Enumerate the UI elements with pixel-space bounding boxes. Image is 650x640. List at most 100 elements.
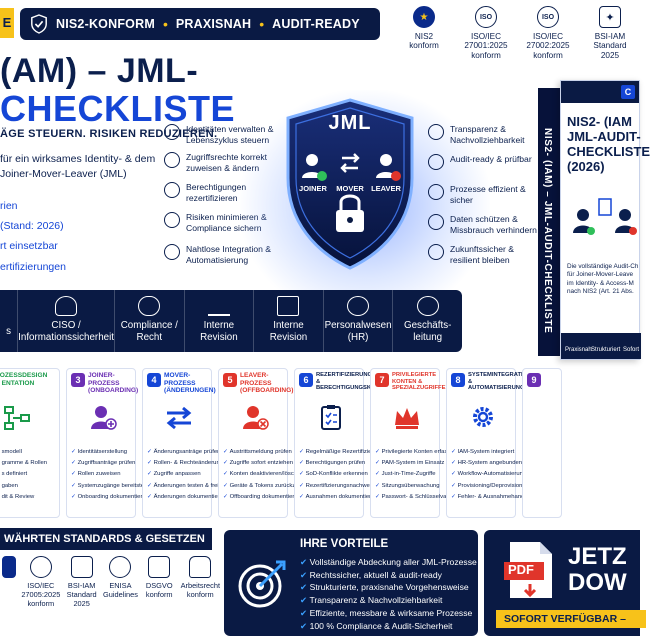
audience-item-revision-2: Interne Revision bbox=[254, 290, 324, 352]
cta-availability[interactable]: SOFORT VERFÜGBAR – bbox=[496, 610, 646, 628]
advantage-item: Transparenz & Nachvollziehbarkeit bbox=[300, 594, 477, 607]
role-mover: MOVER bbox=[336, 184, 364, 193]
card-number: 4 bbox=[147, 373, 161, 387]
book-desc-line: im Identity- & Access-M bbox=[567, 279, 634, 287]
card-item: Zugriffe sofort entziehen bbox=[223, 458, 293, 469]
pdf-label: PDF bbox=[508, 562, 534, 577]
feature-integration: Nahtlose Integration & Automatisierung bbox=[164, 244, 276, 265]
card-item: Rollen zuweisen bbox=[71, 469, 135, 480]
role-joiner: JOINER bbox=[299, 184, 327, 193]
card-number: 3 bbox=[71, 373, 85, 387]
advantages-list: Vollständige Abdeckung aller JML-Prozess… bbox=[300, 556, 477, 633]
standard-item bbox=[0, 556, 17, 626]
card-number: 5 bbox=[223, 373, 237, 387]
tag-audit-ready: AUDIT-READY bbox=[272, 17, 360, 31]
hero-bullet: (Stand: 2026) bbox=[0, 220, 64, 232]
card-title: SYSTEMINTEGRATION & AUTOMATISIERUNG bbox=[468, 372, 532, 392]
chart-icon bbox=[428, 184, 444, 200]
audience-label: Personalwesen (HR) bbox=[324, 320, 392, 343]
ciso-icon bbox=[55, 296, 78, 316]
iso-icon: ISO bbox=[475, 6, 497, 28]
card-checklist: smodell gramme & Rollen s definiert gabe… bbox=[0, 447, 59, 503]
magnifier-icon bbox=[428, 124, 444, 140]
card-item: Systemzugänge bereitstellen bbox=[71, 481, 154, 492]
standard-bsi: BSI-IAM Standard 2025 bbox=[64, 556, 99, 626]
audience-label: Compliance / Recht bbox=[120, 320, 178, 343]
advantage-item: Rechtssicher, aktuell & audit-ready bbox=[300, 569, 477, 582]
card-item: IAM-System integriert bbox=[451, 447, 515, 458]
book-title-line: (2026) bbox=[567, 158, 605, 174]
team-icon bbox=[416, 296, 439, 316]
scales-icon bbox=[207, 296, 230, 316]
tag-separator: • bbox=[259, 16, 265, 32]
audience-item-compliance: Compliance / Recht bbox=[115, 290, 185, 352]
book-footer: Praxisnah Strukturiert Sofort bbox=[561, 333, 641, 359]
card-item: SoD-Konflikte erkennen bbox=[299, 469, 368, 480]
certification-badges: ★ NIS2 konform ISO ISO/IEC 27001:2025 ko… bbox=[398, 6, 640, 76]
badge-bsi-iam: ✦ BSI-IAM Standard 2025 bbox=[584, 6, 636, 76]
eu-stars-icon: ★ bbox=[413, 6, 435, 28]
hero-title-line1: (AM) – JML- bbox=[0, 52, 199, 90]
card-item: Konten deaktivieren/löschen bbox=[223, 469, 304, 480]
book-spine: NIS2- (IAM) – JML-AUDIT-CHECKLISTE bbox=[538, 88, 560, 356]
card-title: PRIVILEGIERTE KONTEN & SPEZIALZUGRIFFE bbox=[392, 372, 446, 392]
card-number: 9 bbox=[527, 373, 541, 387]
badge-label: ISO/IEC 27002:2025 konform bbox=[526, 32, 570, 60]
card-item: Onboarding dokumentieren bbox=[71, 492, 149, 503]
feature-text: Risiken minimieren & Compliance sichern bbox=[186, 212, 267, 233]
standard-label: Arbeitsrecht konform bbox=[180, 581, 220, 599]
key-icon bbox=[164, 152, 180, 168]
book-top-band: C bbox=[561, 81, 639, 103]
book-footer-label: Praxisnah bbox=[565, 347, 592, 353]
book-cover: C NIS2- (IAM JML-AUDIT- CHECKLISTE (2026… bbox=[560, 80, 650, 360]
enisa-icon bbox=[109, 556, 132, 578]
feature-text: Prozesse effizient & sicher bbox=[450, 184, 526, 205]
card-item: Fehler- & Ausnahmehandling bbox=[451, 492, 534, 503]
audience-label: Interne Revision bbox=[200, 320, 238, 343]
checklist-book: NIS2- (IAM) – JML-AUDIT-CHECKLISTE C NIS… bbox=[538, 80, 650, 360]
card-item: Identitätserstellung bbox=[71, 447, 135, 458]
hero-intro: für ein wirksames Identity- & dem Joiner… bbox=[0, 153, 156, 181]
standard-enisa: ENISA Guidelines bbox=[103, 556, 138, 626]
book-desc-line: Die vollständige Audit-Ch bbox=[567, 263, 639, 270]
card-item: Provisioning/Deprovisioning bbox=[451, 481, 531, 492]
cta-headline: JETZ DOW bbox=[568, 543, 627, 597]
download-cta[interactable]: PDF JETZ DOW SOFORT VERFÜGBAR – bbox=[484, 530, 646, 636]
audience-label: Interne Revision bbox=[269, 320, 308, 343]
card-checklist: Änderungsanträge prüfen Rollen- & Rechte… bbox=[147, 447, 236, 503]
audience-label: Geschäfts- leitung bbox=[403, 320, 452, 343]
process-card-joiner: 3 JOINER-PROZESS (ONBOARDING) Identitäts… bbox=[66, 368, 154, 518]
lock-icon bbox=[189, 556, 212, 578]
book-title-line: NIS2- (IAM bbox=[567, 114, 632, 129]
advantage-item: Effiziente, messbare & wirksame Prozesse bbox=[300, 607, 477, 620]
flow-icon bbox=[4, 406, 30, 430]
feature-transparency: Transparenz & Nachvollziehbarkeit bbox=[428, 124, 538, 145]
cta-headline-line: DOW bbox=[568, 569, 627, 597]
standards-title: WÄHRTEN STANDARDS & GESETZEN bbox=[0, 528, 212, 550]
card-item: Regelmäßige Rezertifizierung bbox=[299, 447, 384, 458]
tag-separator: • bbox=[162, 16, 168, 32]
card-item: Zugriffsanträge prüfen bbox=[71, 458, 136, 469]
hero-subtitle: ÄGE STEUERN. RISIKEN REDUZIEREN. bbox=[0, 128, 218, 140]
process-card-leaver: 5 LEAVER-PROZESS (OFFBOARDING) Austritts… bbox=[218, 368, 310, 518]
jml-shield-icon bbox=[286, 98, 414, 270]
audience-item-hr: Personalwesen (HR) bbox=[324, 290, 394, 352]
book-title-line: CHECKLISTE bbox=[567, 143, 650, 159]
feature-text: Berechtigungen rezertifizieren bbox=[186, 182, 247, 203]
card-item: dit & Review bbox=[0, 492, 59, 503]
book-title-line: JML-AUDIT- bbox=[567, 128, 641, 144]
book-desc-line: für Joiner-Mover-Leave bbox=[567, 271, 634, 279]
standard-dsgvo: DSGVO konform bbox=[142, 556, 177, 626]
card-item: Zugriffe anpassen bbox=[147, 469, 211, 480]
advantage-item: 100 % Compliance & Audit-Sicherheit bbox=[300, 620, 477, 633]
card-title: MOVER-PROZESS (ÄNDERUNGEN) bbox=[164, 372, 216, 395]
card-item: PAM-System im Einsatz bbox=[375, 458, 445, 469]
card-item: HR-System angebunden bbox=[451, 458, 523, 469]
document-search-icon bbox=[277, 296, 300, 316]
feature-text: Zugriffsrechte korrekt zuweisen & ändern bbox=[186, 152, 268, 173]
feature-text: Transparenz & Nachvollziehbarkeit bbox=[450, 124, 525, 145]
card-item: Ausnahmen dokumentieren bbox=[299, 492, 378, 503]
cloud-icon bbox=[138, 296, 161, 316]
audience-item-management: Geschäfts- leitung bbox=[393, 290, 462, 352]
card-number: 7 bbox=[375, 373, 389, 387]
